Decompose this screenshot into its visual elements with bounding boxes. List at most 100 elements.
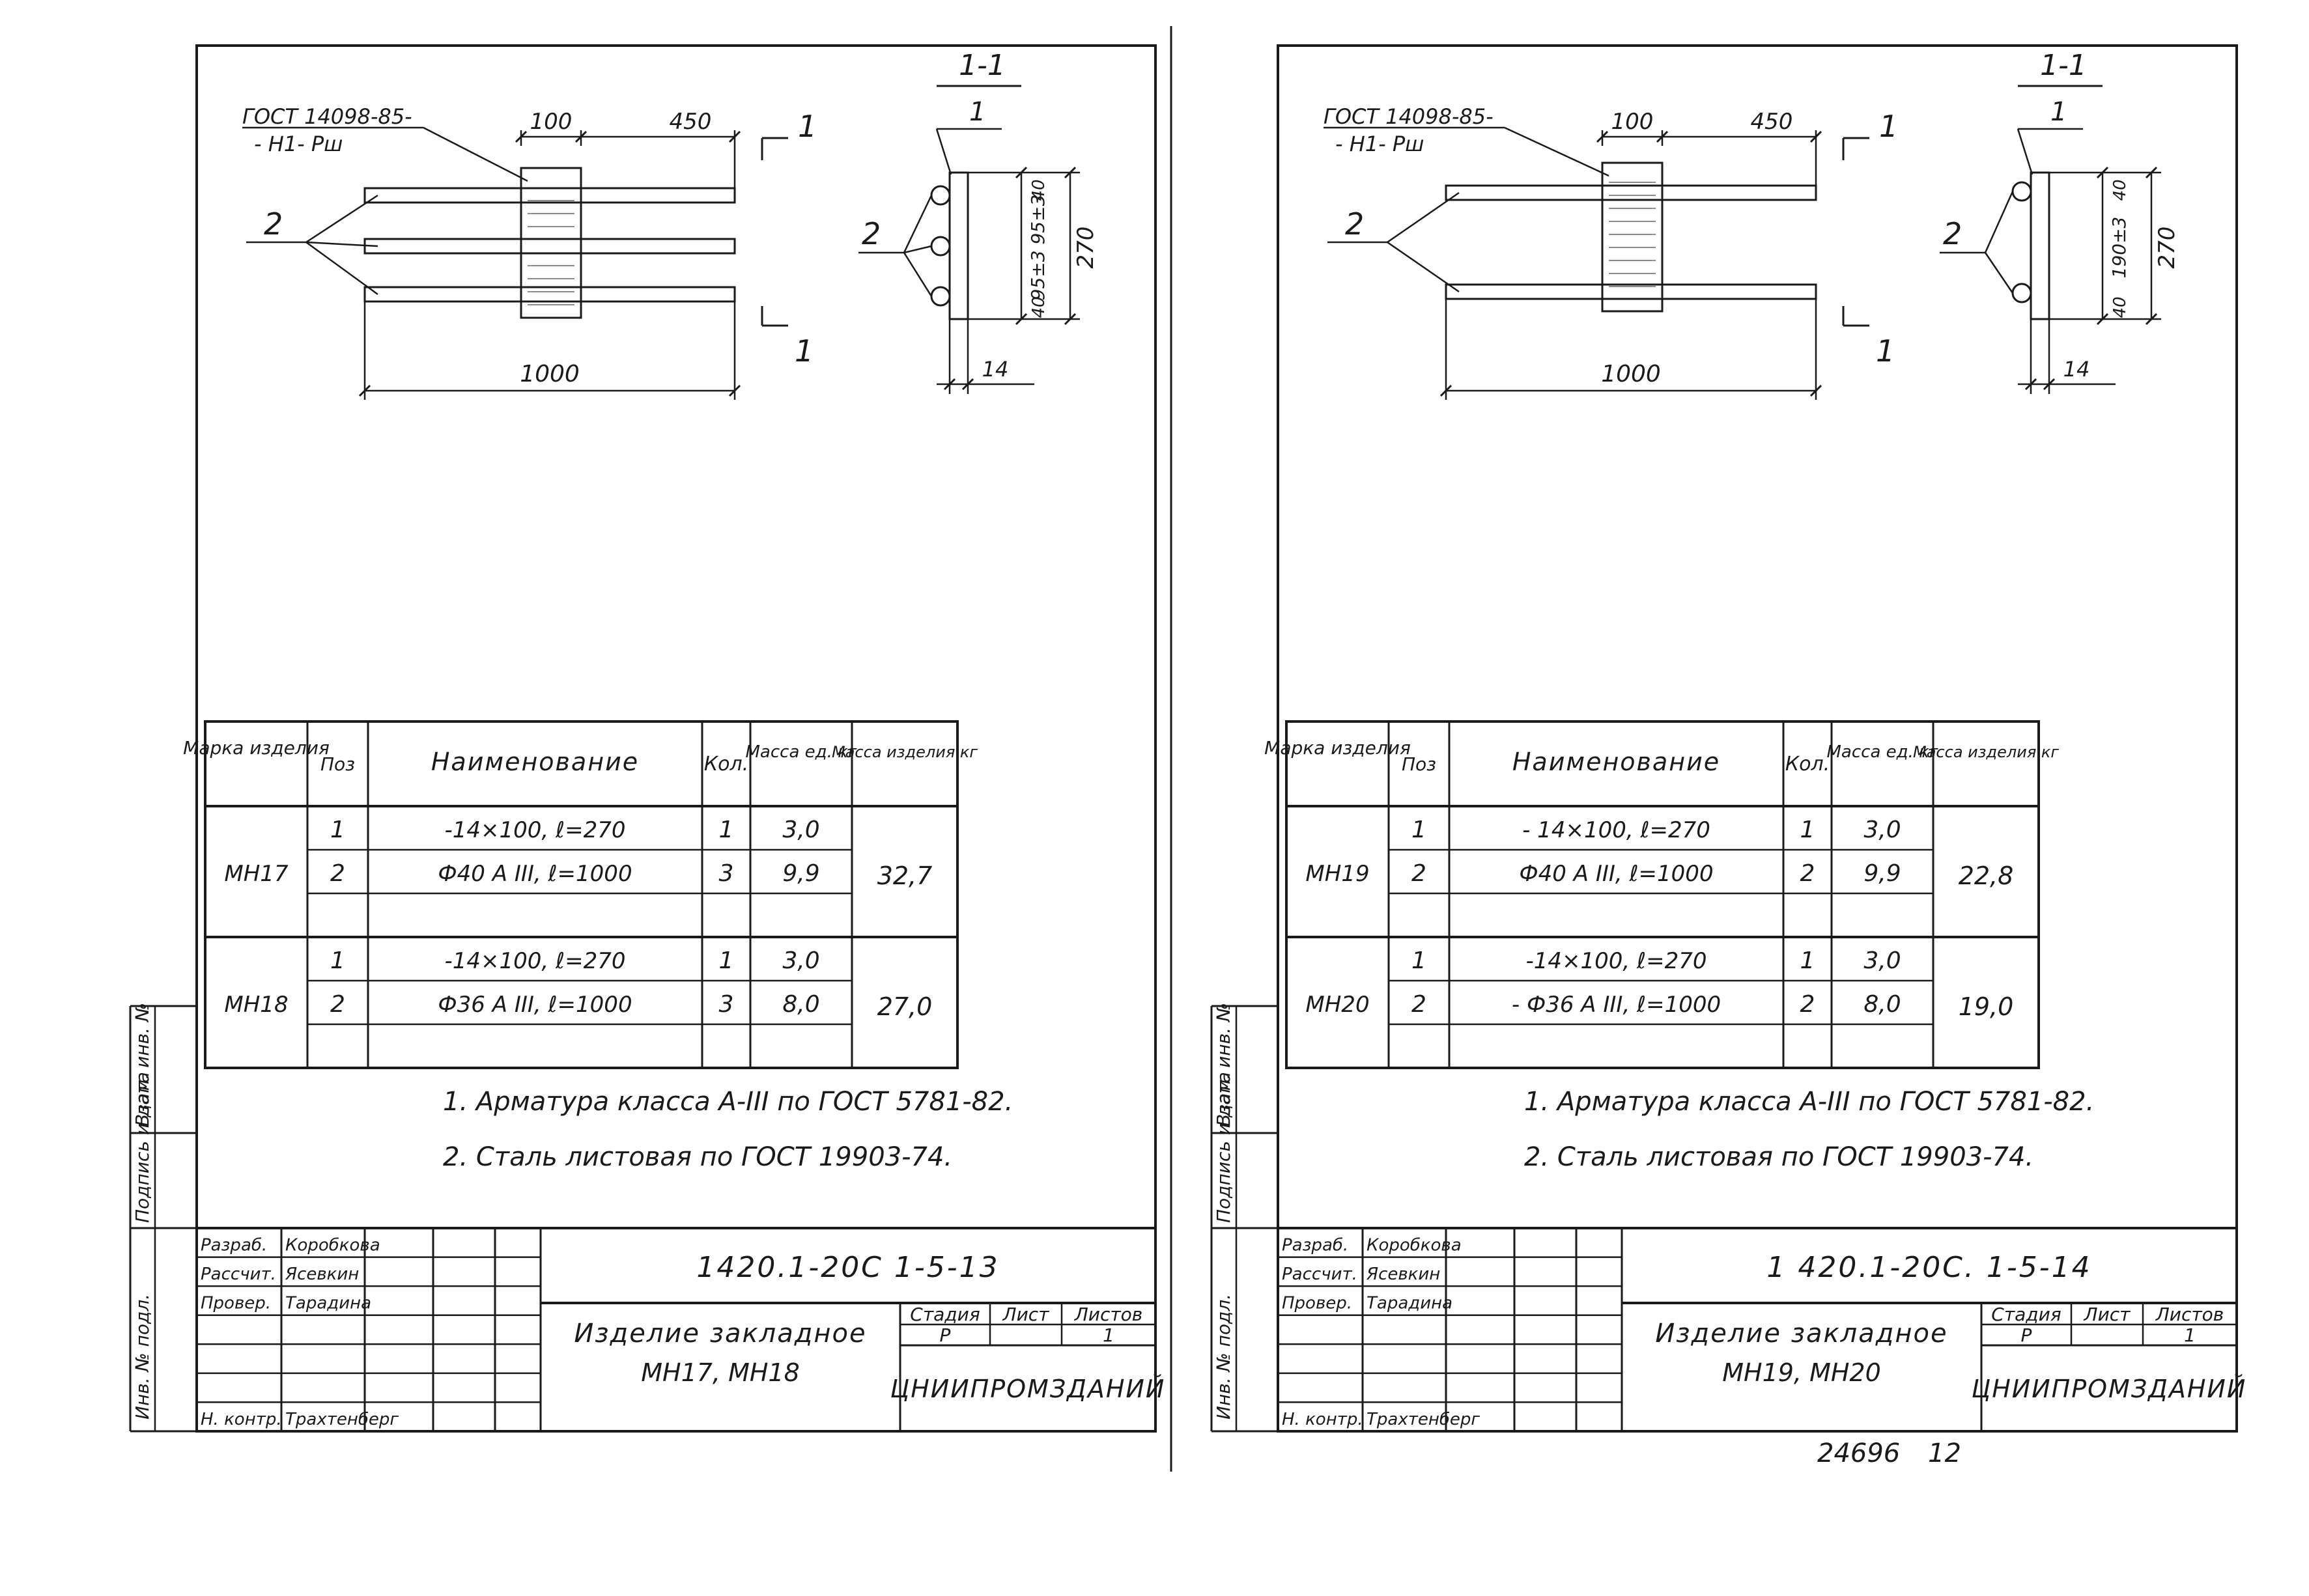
leader-line [2017,128,2033,175]
gost-label-2: - Н1- Рш [254,132,343,156]
title-role: Провер. [1282,1294,1352,1313]
gost-label: ГОСТ 14098-85- [242,104,412,129]
title-stage-label: Стадия [910,1304,980,1325]
table-name: -14×100, ℓ=270 [445,817,626,843]
title-name: Коробкова [1367,1236,1462,1255]
rebar [363,238,736,255]
table-name: -14×100, ℓ=270 [1526,948,1707,974]
table-unit-mass: 9,9 [1863,860,1901,887]
th-name: Наименование [431,748,639,776]
rebar [1445,184,1817,201]
title-stage-value: Р [940,1324,951,1346]
th-name: Наименование [1512,748,1720,776]
title-product: Изделие закладное [1655,1319,1948,1349]
dim-tick [1596,130,1609,143]
table-total-mass: 32,7 [877,861,933,890]
spec-table [1285,720,2040,1069]
table-pos: 2 [1411,860,1426,887]
section-pos-bar: 2 [1943,216,1962,251]
dim-tick [1015,313,1028,326]
leader-line [305,194,378,244]
anchor-plate [520,167,582,319]
title-sheets-value: 1 [2184,1324,2196,1346]
pos-bar-label: 2 [1345,206,1364,242]
side-stamp-replace: Взам. инв. № [1213,1003,1234,1127]
table-name: Ф40 А III, ℓ=1000 [438,861,632,887]
sheet-frame [1277,44,2238,1433]
dim-tick [961,378,974,391]
side-stamp-inv: Инв. № подл. [132,1294,153,1420]
table-total-mass: 19,0 [1959,992,2014,1021]
table-unit-mass: 9,9 [782,860,819,887]
title-name: Ясевкин [285,1265,359,1284]
table-qty: 1 [1800,947,1815,974]
leader-line [903,245,932,254]
sheet-frame [195,44,1157,1433]
title-org: ЦНИИПРОМЗДАНИЙ [1972,1375,2247,1403]
dim-tick [2043,378,2056,391]
section-rebar [930,185,951,206]
section-title: 1-1 [959,49,1006,82]
section-rebar [2011,181,2032,202]
table-mark: МН19 [1305,861,1369,887]
section-pos-plate: 1 [2050,97,2067,127]
pos-bar-label: 2 [264,206,283,242]
cut-mark-label-top: 1 [1879,109,1898,144]
title-role: Н. контр. [201,1410,282,1429]
title-doc-code: 1 420.1-20С. 1-5-14 [1766,1251,2091,1284]
th-pos: Поз [1402,753,1436,775]
dim-tick [943,378,956,391]
table-unit-mass: 3,0 [782,947,819,974]
dim-tick [728,130,741,143]
title-product-marks: МН17, МН18 [641,1358,800,1387]
title-name: Коробкова [285,1236,380,1255]
table-pos: 1 [330,947,345,974]
leader-line [1984,191,2014,253]
table-qty: 1 [719,817,734,843]
section-dim-thickness: 14 [2063,357,2090,382]
title-sheets-label: Листов [2155,1304,2224,1325]
title-stage-label: Стадия [1991,1304,2061,1325]
table-qty: 3 [719,991,734,1018]
section-dim-mid: 190±3 [2108,217,2130,279]
cut-mark-label-bottom: 1 [795,333,814,369]
title-role: Разраб. [1282,1236,1348,1255]
section-dim-mid: 95±3 95±3 [1027,195,1049,301]
rebar [363,286,736,303]
side-stamp-replace: Взам. инв. № [132,1003,153,1127]
section-dim-bottom: 40 [2110,296,2130,318]
table-name: - 14×100, ℓ=270 [1522,817,1710,843]
table-qty: 1 [719,947,734,974]
dim-bar-overhang: 450 [1751,109,1793,135]
dim-tick [1809,384,1822,397]
footer-page: 12 [1928,1438,1961,1468]
th-total-mass: Масса изделия кг [832,743,978,761]
dim-bar-length: 1000 [1601,361,1661,387]
table-unit-mass: 3,0 [782,817,819,843]
table-pos: 2 [1411,991,1426,1018]
table-unit-mass: 8,0 [782,991,819,1018]
table-unit-mass: 3,0 [1863,947,1901,974]
title-sheets-label: Листов [1074,1304,1143,1325]
table-qty: 2 [1800,991,1815,1018]
title-role: Н. контр. [1282,1410,1363,1429]
title-name: Трахтенберг [285,1410,399,1429]
title-name: Тарадина [1367,1294,1452,1313]
cut-mark-label-top: 1 [798,109,817,144]
side-stamp-inv: Инв. № подл. [1213,1294,1234,1420]
table-pos: 1 [1411,817,1426,843]
note-2: 2. Сталь листовая по ГОСТ 19903-74. [443,1142,952,1172]
section-title: 1-1 [2040,49,2087,82]
title-sheets-value: 1 [1103,1324,1114,1346]
title-name: Тарадина [285,1294,371,1313]
footer-number: 24696 [1817,1438,1900,1468]
dim-bar-overhang: 450 [670,109,712,135]
dim-tick [1809,130,1822,143]
dim-tick [515,130,528,143]
rebar [1445,283,1817,300]
section-dim-total: 270 [2154,227,2180,269]
cut-mark-label-bottom: 1 [1876,333,1895,369]
